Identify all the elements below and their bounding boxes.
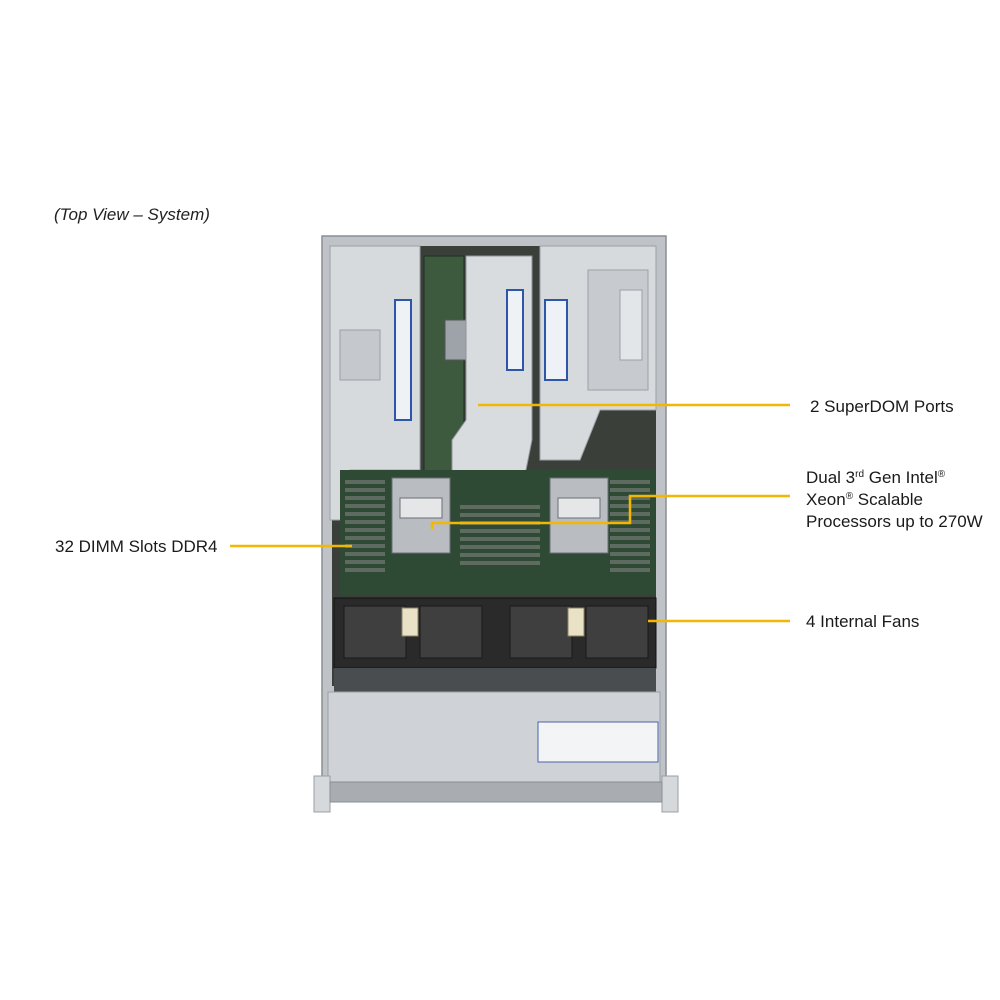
fan-2 (419, 605, 483, 659)
service-label (537, 721, 659, 763)
fan-3 (509, 605, 573, 659)
fan-1 (343, 605, 407, 659)
backplane-strip (334, 668, 656, 692)
left-riser-card-label (394, 299, 412, 421)
front-ear-right (661, 775, 679, 813)
callout-dimm-slots: 32 DIMM Slots DDR4 (55, 537, 218, 556)
fan-4 (585, 605, 649, 659)
front-grille (329, 781, 663, 803)
dimm-slots-left (345, 480, 385, 572)
callout-processors: Dual 3rd Gen Intel® Xeon® Scalable Proce… (806, 468, 983, 531)
leader-cpu (430, 494, 790, 529)
front-ear-left (313, 775, 331, 813)
callout-superdom-ports: 2 SuperDOM Ports (810, 397, 954, 416)
fans (343, 605, 649, 659)
view-caption: (Top View – System) (54, 205, 210, 224)
callout-internal-fans: 4 Internal Fans (806, 612, 920, 631)
